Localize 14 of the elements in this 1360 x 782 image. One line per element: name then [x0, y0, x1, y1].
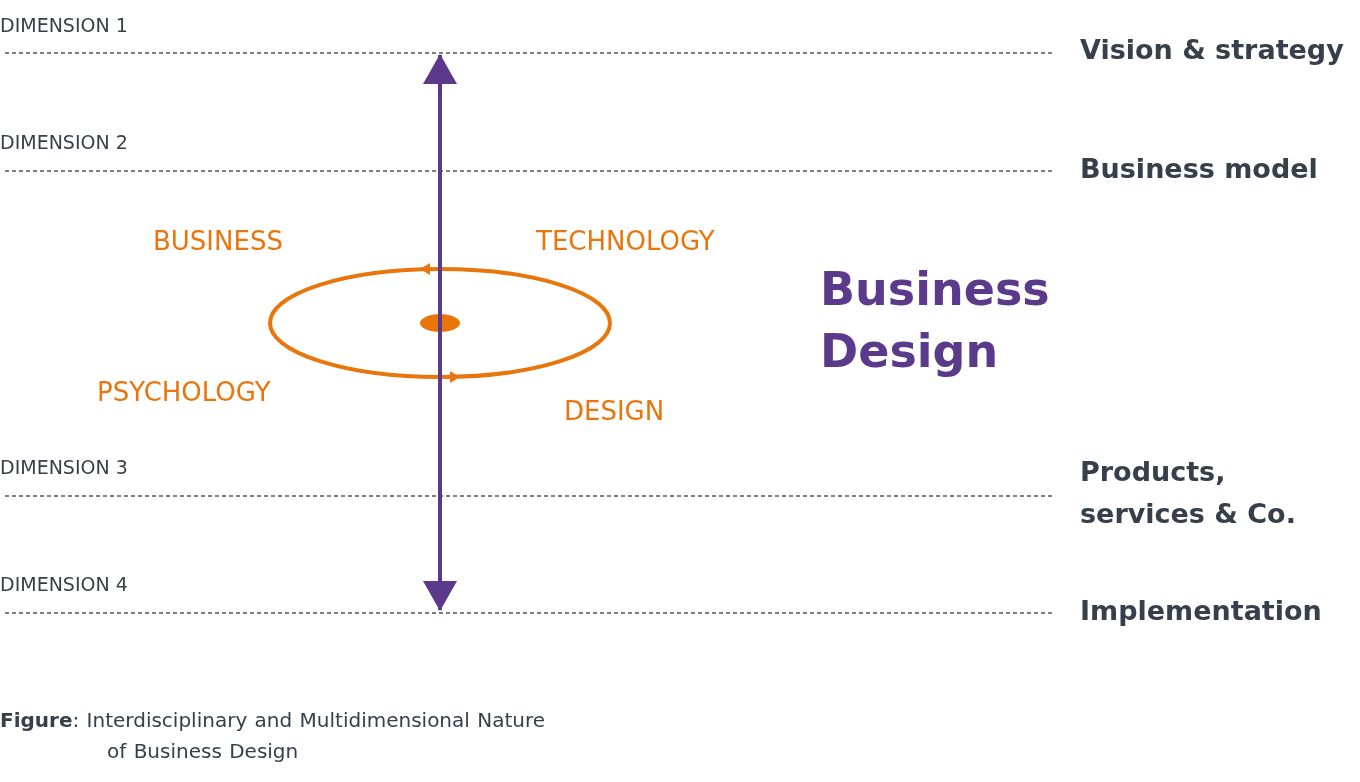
discipline-label: PSYCHOLOGY: [97, 377, 271, 409]
figure-caption: Figure: Interdisciplinary and Multidimensional Nature of Business Design: [0, 707, 547, 765]
dimension-label: DIMENSION 4: [0, 573, 128, 596]
level-label: Business model: [1080, 153, 1318, 186]
level-label: Products, services & Co.: [1080, 455, 1297, 531]
discipline-label: BUSINESS: [153, 226, 283, 258]
dimension-label: DIMENSION 2: [0, 131, 128, 154]
level-label: Vision & strategy: [1080, 34, 1344, 67]
dimension-label: DIMENSION 3: [0, 456, 128, 479]
level-label: Implementation: [1080, 595, 1322, 628]
discipline-label: DESIGN: [564, 396, 665, 428]
discipline-label: TECHNOLOGY: [536, 226, 715, 258]
dimension-label: DIMENSION 1: [0, 14, 128, 37]
diagram-heading: Business Design: [820, 261, 1051, 380]
